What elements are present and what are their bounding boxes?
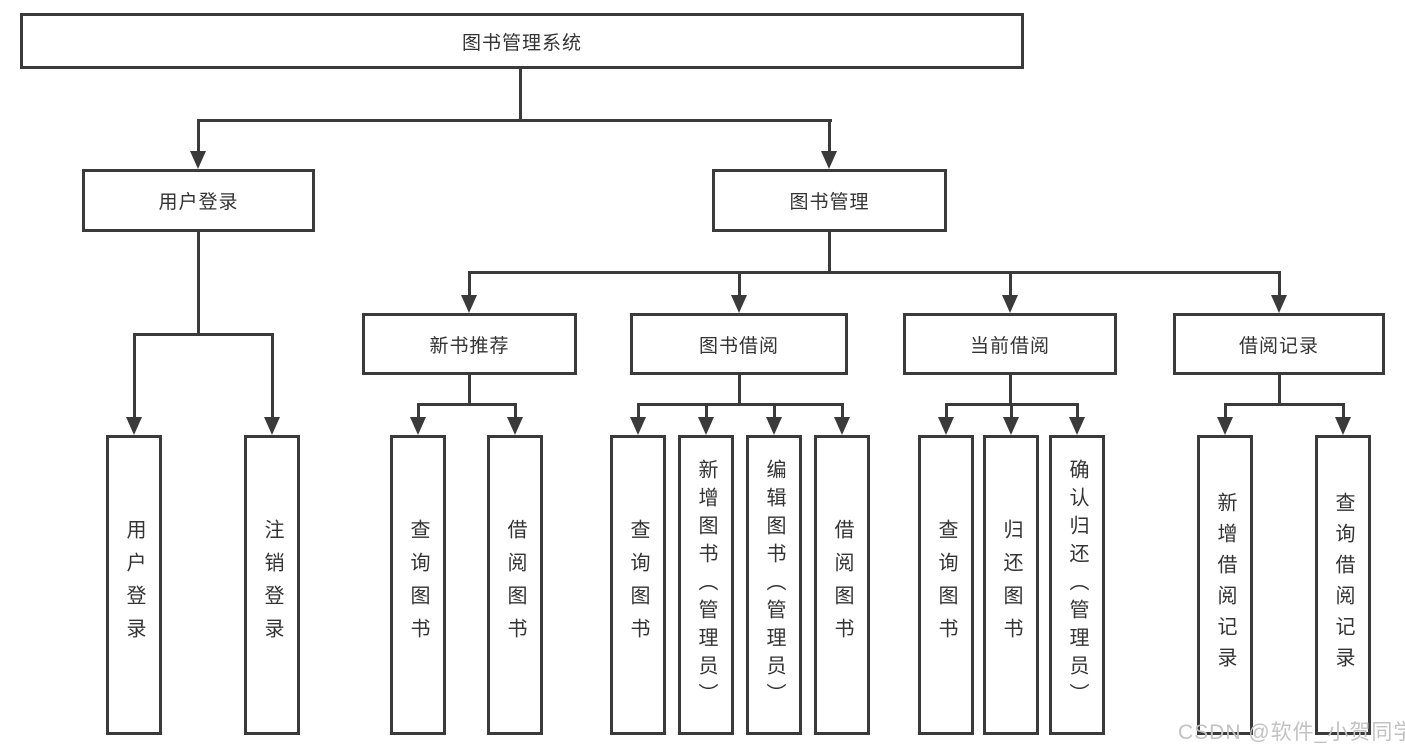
connector-line bbox=[1224, 403, 1227, 419]
leaf-label: 归还图书 bbox=[1000, 519, 1022, 651]
node-library-management-system: 图书管理系统 bbox=[20, 13, 1024, 69]
connector-line bbox=[637, 403, 640, 419]
connector-line bbox=[828, 232, 831, 273]
arrowhead-down-icon bbox=[1335, 417, 1351, 435]
node-label: 用户登录 bbox=[158, 192, 239, 213]
arrowhead-down-icon bbox=[1002, 295, 1018, 313]
arrowhead-down-icon bbox=[190, 151, 206, 169]
node-new-book-recommendation: 新书推荐 bbox=[362, 313, 577, 375]
node-label: 借阅记录 bbox=[1238, 335, 1319, 357]
node-label: 图书借阅 bbox=[698, 335, 779, 357]
leaf-query-books-newrec: 查询图书 bbox=[390, 435, 446, 735]
connector-line bbox=[271, 333, 274, 419]
connector-line bbox=[705, 403, 708, 419]
connector-line bbox=[738, 375, 741, 406]
arrowhead-down-icon bbox=[1271, 295, 1287, 313]
leaf-label: 查询图书 bbox=[407, 519, 429, 651]
connector-line bbox=[417, 403, 517, 406]
leaf-label: 查询图书 bbox=[935, 519, 957, 651]
leaf-logout: 注销登录 bbox=[244, 435, 300, 735]
connector-line bbox=[197, 119, 832, 122]
connector-line bbox=[1278, 271, 1281, 297]
leaf-user-login: 用户登录 bbox=[106, 435, 162, 735]
arrowhead-down-icon bbox=[1217, 417, 1233, 435]
node-label: 图书管理 bbox=[789, 192, 870, 213]
leaf-add-borrow-record: 新增借阅记录 bbox=[1197, 435, 1253, 735]
csdn-watermark: CSDN @软件_小贺同学 bbox=[1178, 721, 1405, 744]
leaf-label: 用户登录 bbox=[123, 519, 145, 651]
connector-line bbox=[773, 403, 776, 419]
node-label: 图书管理系统 bbox=[461, 32, 582, 54]
arrowhead-down-icon bbox=[126, 417, 142, 435]
node-book-management: 图书管理 bbox=[712, 169, 947, 232]
arrowhead-down-icon bbox=[507, 417, 523, 435]
arrowhead-down-icon bbox=[766, 417, 782, 435]
connector-line bbox=[945, 403, 948, 419]
connector-line bbox=[828, 119, 831, 155]
connector-line bbox=[468, 271, 1281, 274]
connector-line bbox=[1009, 375, 1012, 406]
arrowhead-down-icon bbox=[410, 417, 426, 435]
connector-line bbox=[1278, 375, 1281, 406]
connector-line bbox=[519, 69, 522, 121]
leaf-label: 借阅图书 bbox=[831, 519, 853, 651]
connector-line bbox=[197, 119, 200, 155]
leaf-label: 注销登录 bbox=[261, 519, 283, 651]
leaf-label: 新增图书（管理员） bbox=[695, 459, 717, 711]
connector-line bbox=[841, 403, 844, 419]
leaf-borrow-books-newrec: 借阅图书 bbox=[487, 435, 543, 735]
connector-line bbox=[133, 333, 136, 419]
connector-line bbox=[514, 403, 517, 419]
leaf-label: 查询图书 bbox=[627, 519, 649, 651]
arrowhead-down-icon bbox=[698, 417, 714, 435]
leaf-confirm-return-admin: 确认归还（管理员） bbox=[1049, 435, 1105, 735]
leaf-borrow-books: 借阅图书 bbox=[814, 435, 870, 735]
connector-line bbox=[133, 333, 274, 336]
leaf-query-books-current: 查询图书 bbox=[918, 435, 974, 735]
connector-line bbox=[738, 271, 741, 297]
leaf-query-books-borrow: 查询图书 bbox=[610, 435, 666, 735]
connector-line bbox=[637, 403, 844, 406]
connector-line bbox=[1076, 403, 1079, 419]
leaf-label: 确认归还（管理员） bbox=[1066, 459, 1088, 711]
connector-line bbox=[468, 375, 471, 406]
arrowhead-down-icon bbox=[834, 417, 850, 435]
leaf-label: 借阅图书 bbox=[504, 519, 526, 651]
connector-line bbox=[1009, 271, 1012, 297]
arrowhead-down-icon bbox=[731, 295, 747, 313]
connector-line bbox=[468, 271, 471, 297]
node-user-login: 用户登录 bbox=[82, 169, 315, 232]
arrowhead-down-icon bbox=[461, 295, 477, 313]
arrowhead-down-icon bbox=[1069, 417, 1085, 435]
leaf-query-borrow-record: 查询借阅记录 bbox=[1315, 435, 1371, 735]
leaf-add-books-admin: 新增图书（管理员） bbox=[678, 435, 734, 735]
node-label: 当前借阅 bbox=[969, 335, 1050, 357]
arrowhead-down-icon bbox=[1003, 417, 1019, 435]
arrowhead-down-icon bbox=[630, 417, 646, 435]
connector-line bbox=[1224, 403, 1345, 406]
arrowhead-down-icon bbox=[821, 151, 837, 169]
connector-line bbox=[1010, 403, 1013, 419]
connector-line bbox=[417, 403, 420, 419]
node-current-borrowing: 当前借阅 bbox=[903, 313, 1117, 375]
node-label: 新书推荐 bbox=[429, 335, 510, 357]
node-book-borrowing: 图书借阅 bbox=[630, 313, 848, 375]
arrowhead-down-icon bbox=[264, 417, 280, 435]
leaf-label: 编辑图书（管理员） bbox=[763, 459, 785, 711]
leaf-edit-books-admin: 编辑图书（管理员） bbox=[746, 435, 802, 735]
connector-line bbox=[197, 232, 200, 335]
leaf-label: 查询借阅记录 bbox=[1332, 492, 1354, 678]
leaf-label: 新增借阅记录 bbox=[1214, 492, 1236, 678]
leaf-return-books: 归还图书 bbox=[983, 435, 1039, 735]
node-borrowing-records: 借阅记录 bbox=[1173, 313, 1385, 375]
arrowhead-down-icon bbox=[938, 417, 954, 435]
connector-line bbox=[1342, 403, 1345, 419]
